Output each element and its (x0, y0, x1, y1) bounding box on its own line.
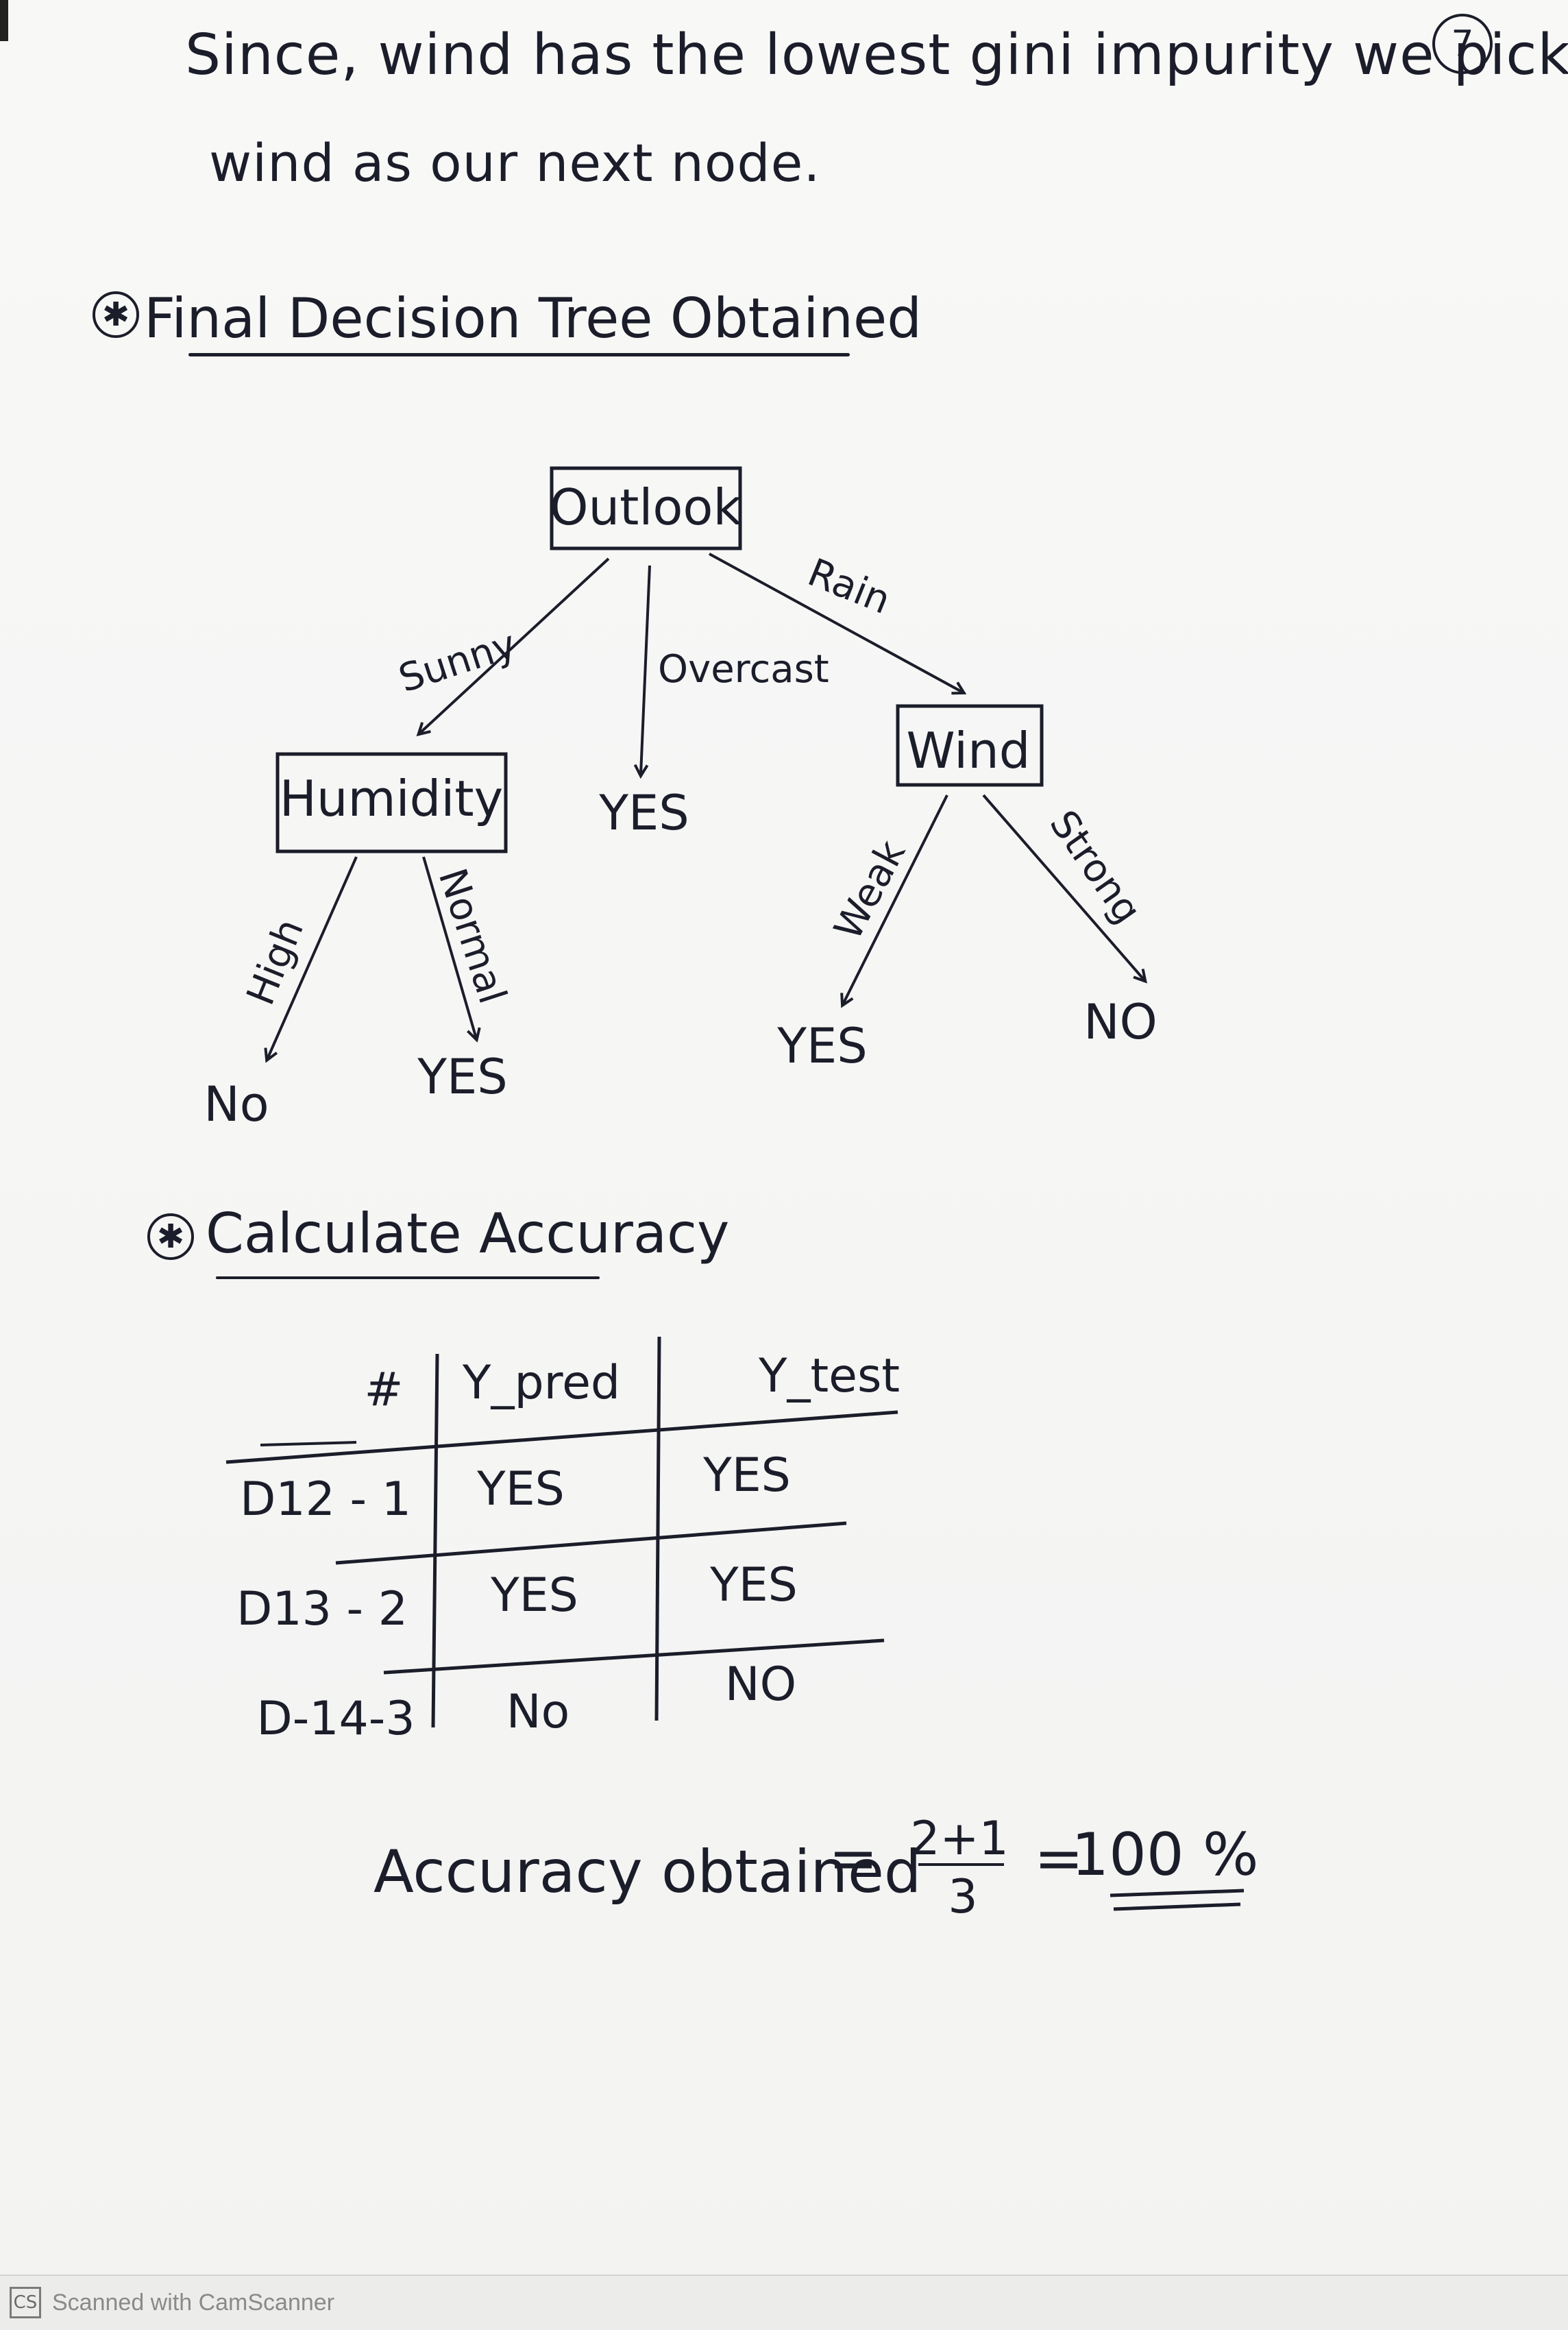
accuracy-denominator: 3 (948, 1870, 977, 1924)
outlook-node-box (550, 466, 742, 550)
strong-branch-arrow (982, 794, 1144, 980)
tree-heading-underline (188, 353, 850, 356)
accuracy-equals-1: = (829, 1824, 878, 1893)
page-number: 7 (1432, 14, 1493, 74)
high-leaf-label: No (204, 1076, 269, 1132)
accuracy-value: 100 % (1071, 1821, 1258, 1889)
table-row-3-id: D-14-3 (256, 1692, 415, 1746)
outlook-node-label: Outlook (550, 478, 742, 536)
accuracy-section-heading: Calculate Accuracy (206, 1202, 730, 1265)
wind-node-box (896, 704, 1044, 787)
accuracy-value-underline-1 (1110, 1889, 1245, 1897)
weak-leaf-label: YES (776, 1018, 867, 1074)
table-row-2-y-test: YES (709, 1558, 798, 1612)
normal-leaf-label: YES (417, 1049, 507, 1105)
table-row-3-y-test: NO (725, 1658, 796, 1712)
weak-branch-arrow (843, 794, 948, 1004)
table-row-2-y-pred: YES (490, 1568, 578, 1623)
table-row-2-id: D13 - 2 (236, 1582, 408, 1636)
scanner-footer: CS Scanned with CamScanner (0, 2274, 1568, 2330)
table-header-y-test: Y_test (758, 1349, 900, 1403)
table-row-3-y-pred: No (506, 1685, 569, 1739)
accuracy-value-underline-2 (1113, 1902, 1241, 1911)
sunny-branch-label: Sunny (393, 622, 522, 701)
accuracy-table-grid (225, 1336, 898, 1728)
asterisk-bullet-icon: ✱ (147, 1213, 194, 1260)
humidity-node-box (275, 752, 508, 853)
table-row-1-id: D12 - 1 (240, 1472, 411, 1527)
overcast-branch-arrow (641, 565, 651, 775)
high-branch-arrow (267, 856, 358, 1059)
intro-line-2: wind as our next node. (209, 132, 821, 193)
scanner-footer-text: Scanned with CamScanner (52, 2290, 335, 2316)
humidity-node-label: Humidity (280, 770, 503, 827)
strong-leaf-label: NO (1083, 994, 1157, 1050)
table-header-id: # (365, 1363, 404, 1417)
tree-section-heading: Final Decision Tree Obtained (144, 287, 922, 350)
accuracy-result-label: Accuracy obtained (373, 1838, 922, 1906)
rain-branch-arrow (709, 553, 963, 692)
camscanner-logo-icon: CS (10, 2287, 41, 2318)
accuracy-equals-2: = (1034, 1824, 1083, 1893)
accuracy-numerator: 2+1 (910, 1812, 1009, 1866)
asterisk-bullet-icon: ✱ (93, 291, 139, 338)
high-branch-label: High (238, 913, 313, 1012)
intro-line-1: Since, wind has the lowest gini impurity… (185, 23, 1568, 88)
scan-edge-mark (0, 0, 8, 41)
normal-branch-label: Normal (430, 863, 515, 1009)
wind-node-label: Wind (907, 722, 1031, 779)
overcast-branch-label: Overcast (658, 647, 829, 692)
strong-branch-label: Strong (1041, 803, 1150, 932)
accuracy-heading-underline (216, 1276, 600, 1279)
overcast-leaf-label: YES (598, 785, 689, 841)
table-header-y-pred: Y_pred (462, 1356, 620, 1410)
normal-branch-arrow (422, 856, 476, 1039)
sunny-branch-arrow (419, 557, 610, 733)
table-row-1-y-pred: YES (476, 1462, 565, 1516)
table-row-1-y-test: YES (702, 1448, 791, 1503)
